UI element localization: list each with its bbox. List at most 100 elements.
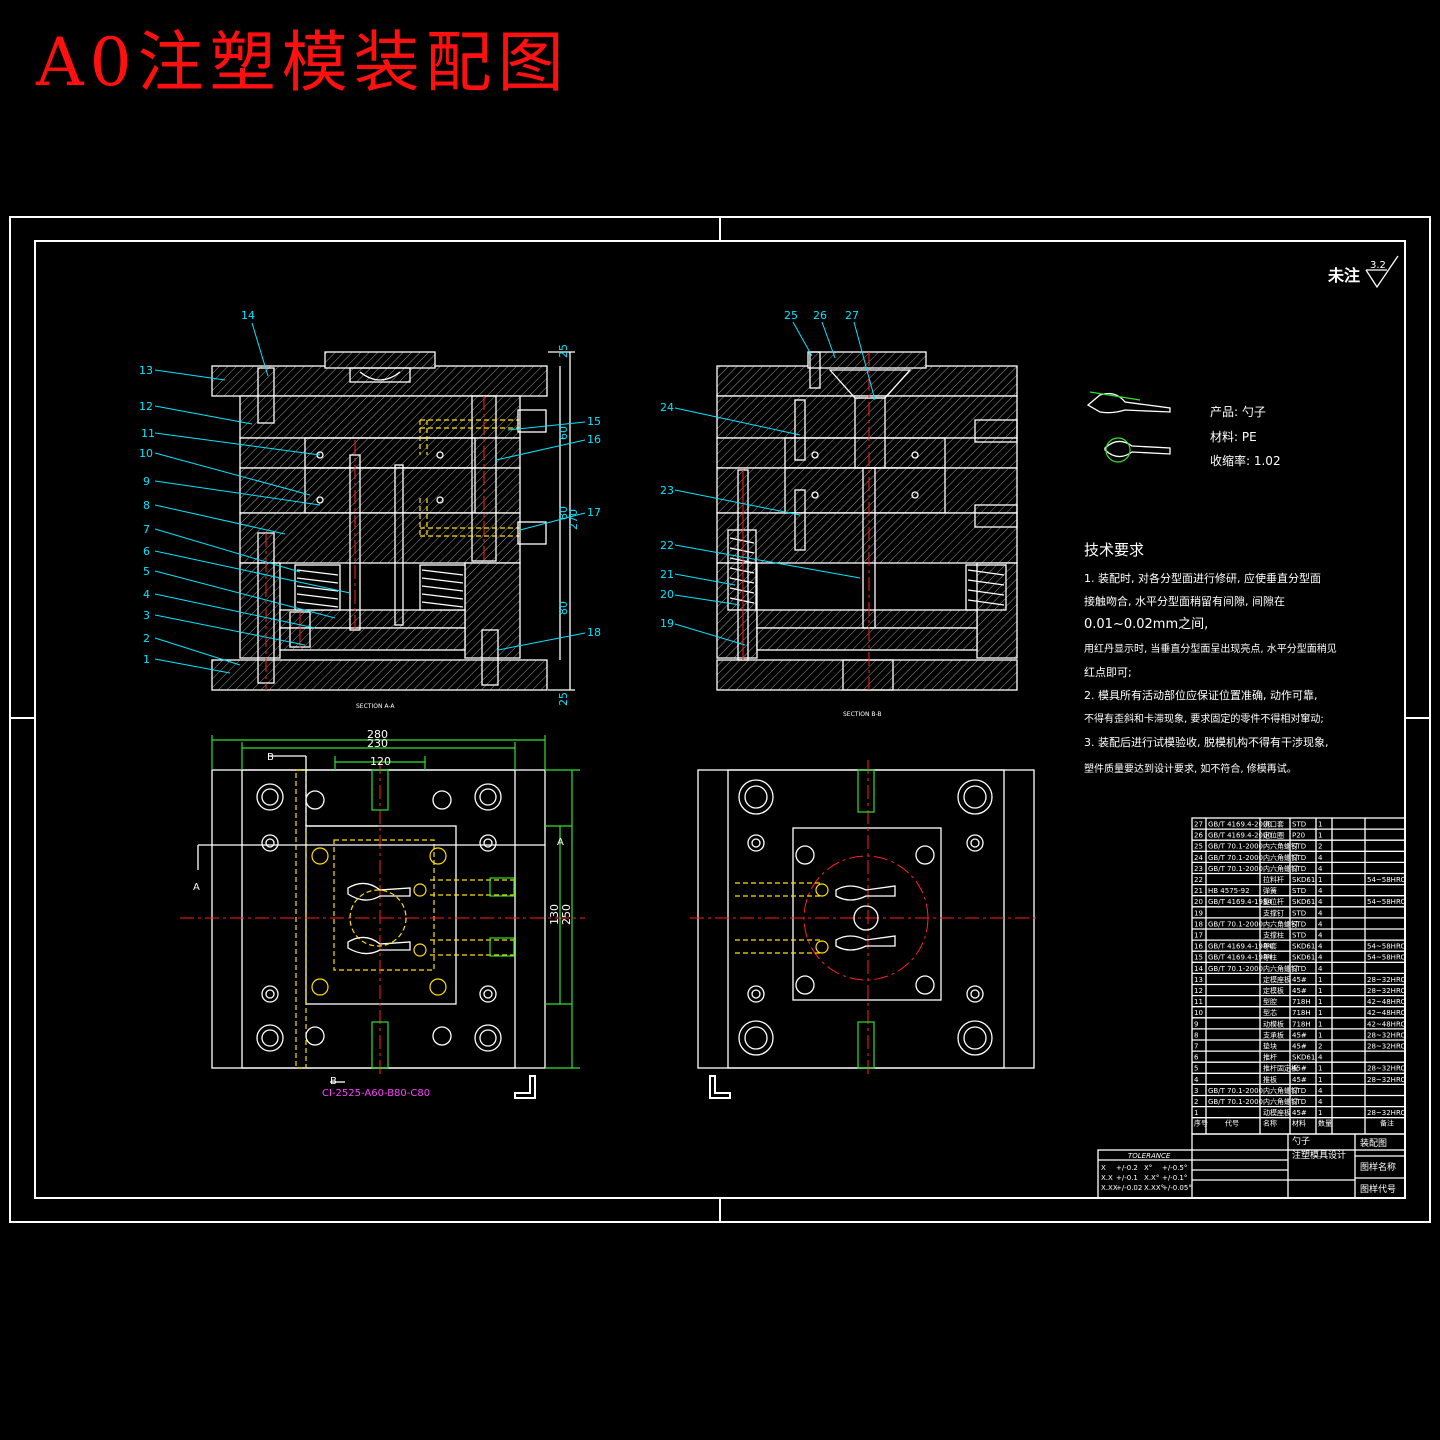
label-b-23: 23 (660, 484, 674, 497)
bom-header-cell: 数量 (1318, 1119, 1332, 1128)
bom-cell: 26 (1194, 832, 1203, 840)
bom-cell: 7 (1194, 1043, 1198, 1051)
tech-line-8: 3. 装配后进行试模验收, 脱模机构不得有干涉现象, (1084, 735, 1328, 749)
label-a-4: 4 (143, 588, 150, 601)
bom-cell: 1 (1318, 1109, 1322, 1117)
tolerance-cell: +/-0.2 (1116, 1164, 1138, 1172)
bom-cell: 54~58HRC (1367, 943, 1405, 951)
bom-cell: GB/T 70.1-2000 (1208, 1098, 1263, 1106)
bom-cell: 内六角螺钉 (1263, 919, 1298, 928)
bom-cell: SKD61 (1292, 943, 1315, 951)
bom-cell: 内六角螺钉 (1263, 864, 1298, 873)
bom-cell: 54~58HRC (1367, 876, 1405, 884)
bom-cell: 内六角螺钉 (1263, 1097, 1298, 1106)
tb-drawing: 装配图 (1360, 1137, 1387, 1149)
tolerance-cell: X.XX° (1144, 1184, 1164, 1192)
drawing-title: A0注塑模装配图 (36, 24, 570, 101)
bom-cell: 1 (1318, 1031, 1322, 1039)
bom-cell: STD (1292, 920, 1306, 928)
drawing-frame (9, 216, 1431, 1223)
bom-cell: 17 (1194, 932, 1203, 940)
bom-cell: 20 (1194, 898, 1203, 906)
bom-cell: 动模座板 (1263, 1108, 1291, 1117)
technical-requirements: 技术要求 1. 装配时, 对各分型面进行修研, 应使垂直分型面 接触吻合, 水平… (1084, 541, 1337, 775)
bom-cell: 45# (1292, 1076, 1307, 1084)
bom-cell: 推杆 (1263, 1053, 1277, 1062)
dim-130: 130 (548, 904, 561, 925)
bom-cell: 4 (1318, 954, 1323, 962)
bom-cell: GB/T 4169.4-1984 (1208, 943, 1272, 951)
bom-cell: 2 (1318, 843, 1322, 851)
bom-cell: 1 (1318, 876, 1322, 884)
bom-cell: STD (1292, 843, 1306, 851)
roughness-symbol: 未注 3.2 (1327, 255, 1399, 289)
label-a-6: 6 (143, 545, 150, 558)
label-a-12: 12 (139, 400, 153, 413)
bom-cell: 动模板 (1263, 1019, 1284, 1028)
bom-cell: 定位圈 (1263, 831, 1284, 840)
roughness-label: 未注 (1327, 266, 1360, 285)
bom-cell: SKD61 (1292, 876, 1315, 884)
label-b-19: 19 (660, 617, 674, 630)
label-a-16: 16 (587, 433, 601, 446)
bom-cell: 9 (1194, 1020, 1198, 1028)
bom-cell: 13 (1194, 976, 1203, 984)
tech-line-4: 用红丹显示时, 当垂直分型面呈出现亮点, 水平分型面稍见 (1084, 642, 1337, 655)
tech-line-7: 不得有歪斜和卡滞现象, 要求固定的零件不得相对窜动; (1084, 712, 1324, 725)
bom-cell: 45# (1292, 1031, 1307, 1039)
bom-cell: 型腔 (1263, 997, 1277, 1006)
bom-cell: 支撑柱 (1263, 931, 1284, 940)
bom-cell: 24 (1194, 854, 1203, 862)
bom-cell: 内六角螺钉 (1263, 842, 1298, 851)
bom-cell: 4 (1318, 1098, 1323, 1106)
tech-line-2: 接触吻合, 水平分型面稍留有间隙, 间隙在 (1084, 594, 1285, 608)
tolerance-cell: +/-0.02 (1116, 1184, 1142, 1192)
product-sketch (1086, 391, 1171, 463)
bom-cell: 21 (1194, 887, 1203, 895)
tolerance-cell: X.X (1101, 1174, 1113, 1182)
bom-cell: 718H (1292, 1009, 1311, 1017)
bom-cell: 16 (1194, 943, 1203, 951)
label-a-18: 18 (587, 626, 601, 639)
bom-cell: 4 (1318, 965, 1323, 973)
tb-design: 注塑模具设计 (1292, 1149, 1346, 1161)
label-a-9: 9 (143, 475, 150, 488)
product-name: 产品: 勺子 (1210, 405, 1266, 419)
bom-cell: 12 (1194, 987, 1203, 995)
bom-cell: 28~32HRC (1367, 987, 1405, 995)
label-a-10: 10 (139, 447, 153, 460)
dim-120: 120 (370, 755, 391, 768)
tolerance-cell: +/-0.5° (1162, 1164, 1187, 1172)
bom-cell: 导柱 (1263, 953, 1277, 962)
bom-cell: 4 (1318, 932, 1323, 940)
cut-b-bottom: B (330, 1076, 337, 1087)
tech-heading: 技术要求 (1084, 541, 1144, 559)
bom-cell: 1 (1194, 1109, 1198, 1117)
bom-cell: SKD61 (1292, 898, 1315, 906)
bom-cell: 54~58HRC (1367, 954, 1405, 962)
bom-cell: 垫块 (1263, 1042, 1277, 1051)
bom-cell: 4 (1318, 920, 1323, 928)
bom-cell: 4 (1318, 887, 1323, 895)
bom-cell: GB/T 70.1-2000 (1208, 965, 1263, 973)
bom-cell: 定模座板 (1263, 975, 1291, 984)
label-a-8: 8 (143, 499, 150, 512)
bom-cell: 4 (1318, 943, 1323, 951)
tolerance-cell: +/-0.05° (1162, 1184, 1192, 1192)
roughness-value: 3.2 (1370, 260, 1386, 271)
bom-cell: STD (1292, 1087, 1306, 1095)
tech-line-1: 1. 装配时, 对各分型面进行修研, 应使垂直分型面 (1084, 571, 1321, 585)
bom-cell: 28~32HRC (1367, 1043, 1405, 1051)
bom-cell: 11 (1194, 998, 1203, 1006)
bom-cell: 22 (1194, 876, 1203, 884)
bom-cell: 型芯 (1263, 1008, 1277, 1017)
bom-cell: 1 (1318, 832, 1322, 840)
bom-cell: 6 (1194, 1054, 1199, 1062)
tech-line-9: 塑件质量要达到设计要求, 如不符合, 修模再试。 (1084, 762, 1297, 775)
bom-cell: 4 (1194, 1076, 1199, 1084)
bom-cell: 42~48HRC (1367, 1020, 1405, 1028)
section-a-view: 25 60 270 80 80 25 SECTION A-A (139, 309, 601, 710)
bom-cell: GB/T 70.1-2000 (1208, 854, 1263, 862)
label-a-17: 17 (587, 506, 601, 519)
bom-cell: 4 (1318, 909, 1323, 917)
